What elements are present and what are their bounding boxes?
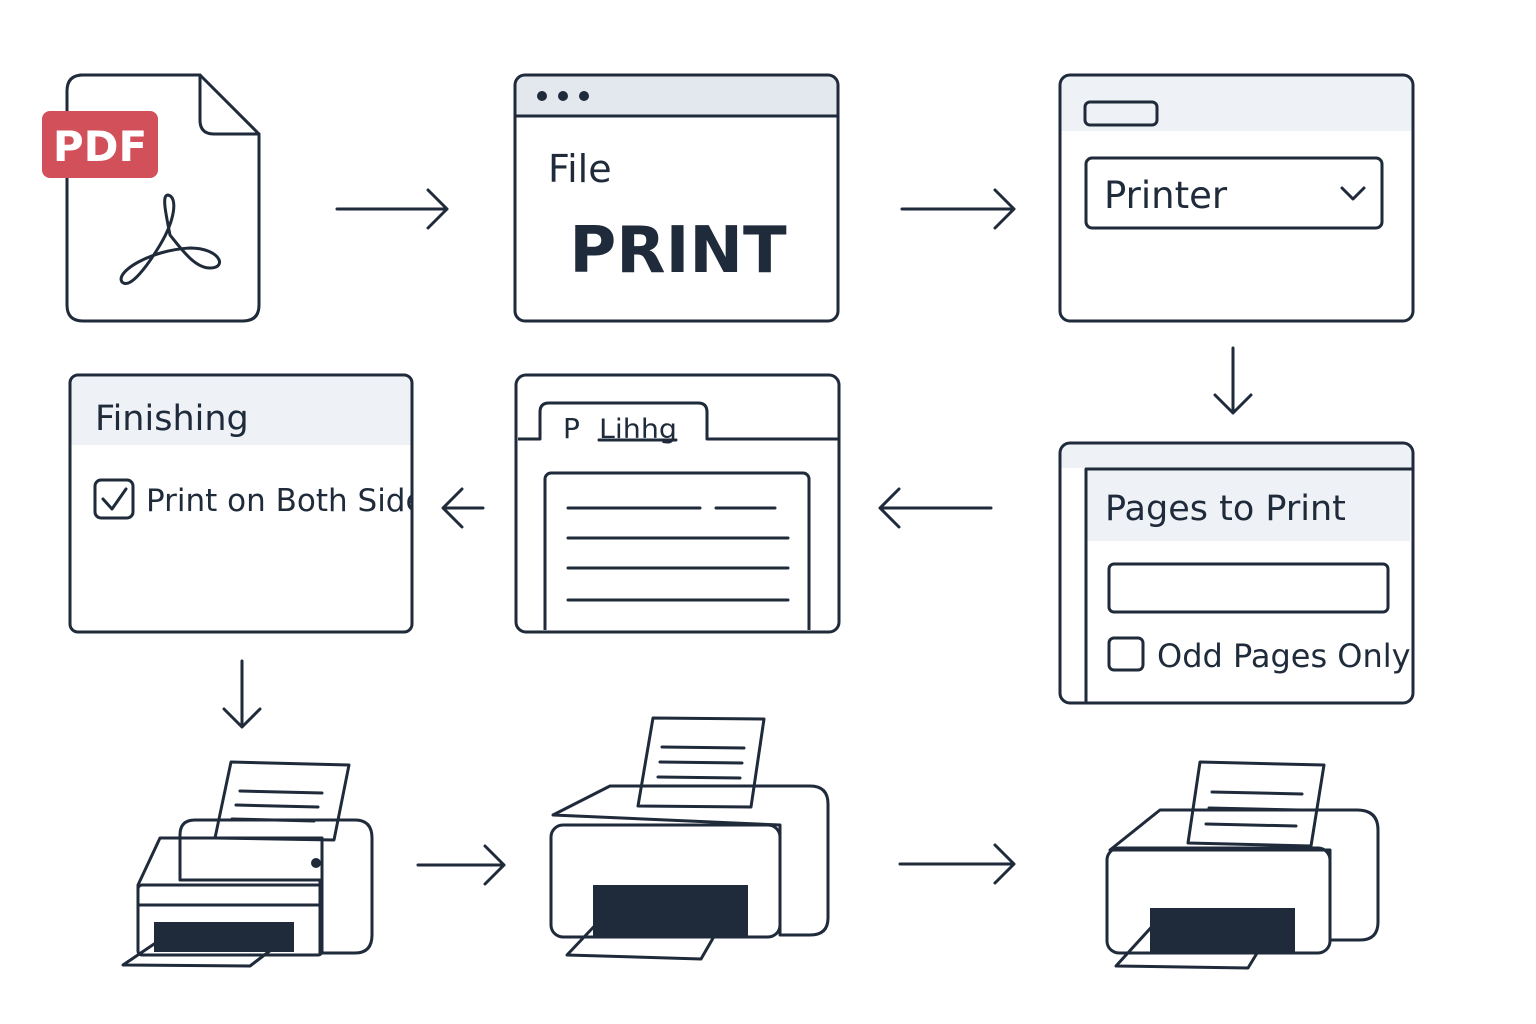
dialog-tab-button[interactable]: [1083, 100, 1159, 127]
arrow-left: [878, 487, 993, 529]
window-title-bar: [515, 75, 838, 116]
check-icon: [101, 487, 128, 511]
odd-pages-checkbox[interactable]: [1107, 636, 1145, 672]
file-print-window: File PRINT: [513, 73, 840, 323]
printer-icon: [121, 760, 374, 968]
paper-output: [121, 935, 290, 968]
printer-dropdown[interactable]: Printer: [1084, 156, 1384, 230]
finishing-panel: Finishing Print on Both Side: [68, 373, 425, 634]
printer-select-dialog: Printer: [1058, 73, 1415, 323]
paper-sheet: [213, 760, 351, 842]
arrow-down: [222, 659, 262, 729]
file-menu-label[interactable]: File: [548, 147, 612, 191]
tabbed-document-panel: P Lihhg: [514, 373, 841, 634]
arrow-right: [898, 843, 1016, 885]
page-range-input[interactable]: [1107, 562, 1390, 614]
pages-to-print-panel: Pages to Print Odd Pages Only: [1058, 441, 1415, 705]
both-sides-label: Print on Both Side: [146, 483, 425, 519]
paper-sheet: [1186, 760, 1326, 848]
document-tab[interactable]: P Lihhg: [563, 412, 678, 445]
arrow-right: [900, 188, 1016, 230]
pdf-file-icon: PDF: [42, 73, 261, 323]
arrow-right: [416, 844, 506, 886]
document-preview: [543, 471, 811, 630]
print-command[interactable]: PRINT: [569, 214, 787, 288]
finishing-title: Finishing: [95, 399, 249, 439]
arrow-down: [1213, 346, 1253, 415]
pages-panel-title: Pages to Print: [1105, 489, 1346, 529]
paper-output: [565, 895, 737, 961]
document-text-lines: [566, 506, 790, 602]
printer-icon: [549, 716, 830, 961]
acrobat-logo-icon: [119, 193, 221, 285]
arrow-left: [441, 487, 485, 529]
odd-pages-label: Odd Pages Only: [1157, 637, 1411, 675]
arrow-right: [335, 188, 449, 230]
printer-dropdown-value: Printer: [1104, 174, 1228, 217]
paper-output: [1114, 908, 1284, 970]
both-sides-checkbox[interactable]: [93, 478, 135, 520]
tab-label: P: [563, 412, 580, 445]
pdf-badge: PDF: [42, 111, 158, 178]
chevron-down-icon: [1340, 186, 1366, 201]
printer-icon: [1105, 760, 1380, 970]
window-controls: [537, 91, 589, 101]
paper-sheet: [636, 716, 766, 809]
pdf-badge-label: PDF: [53, 122, 147, 171]
